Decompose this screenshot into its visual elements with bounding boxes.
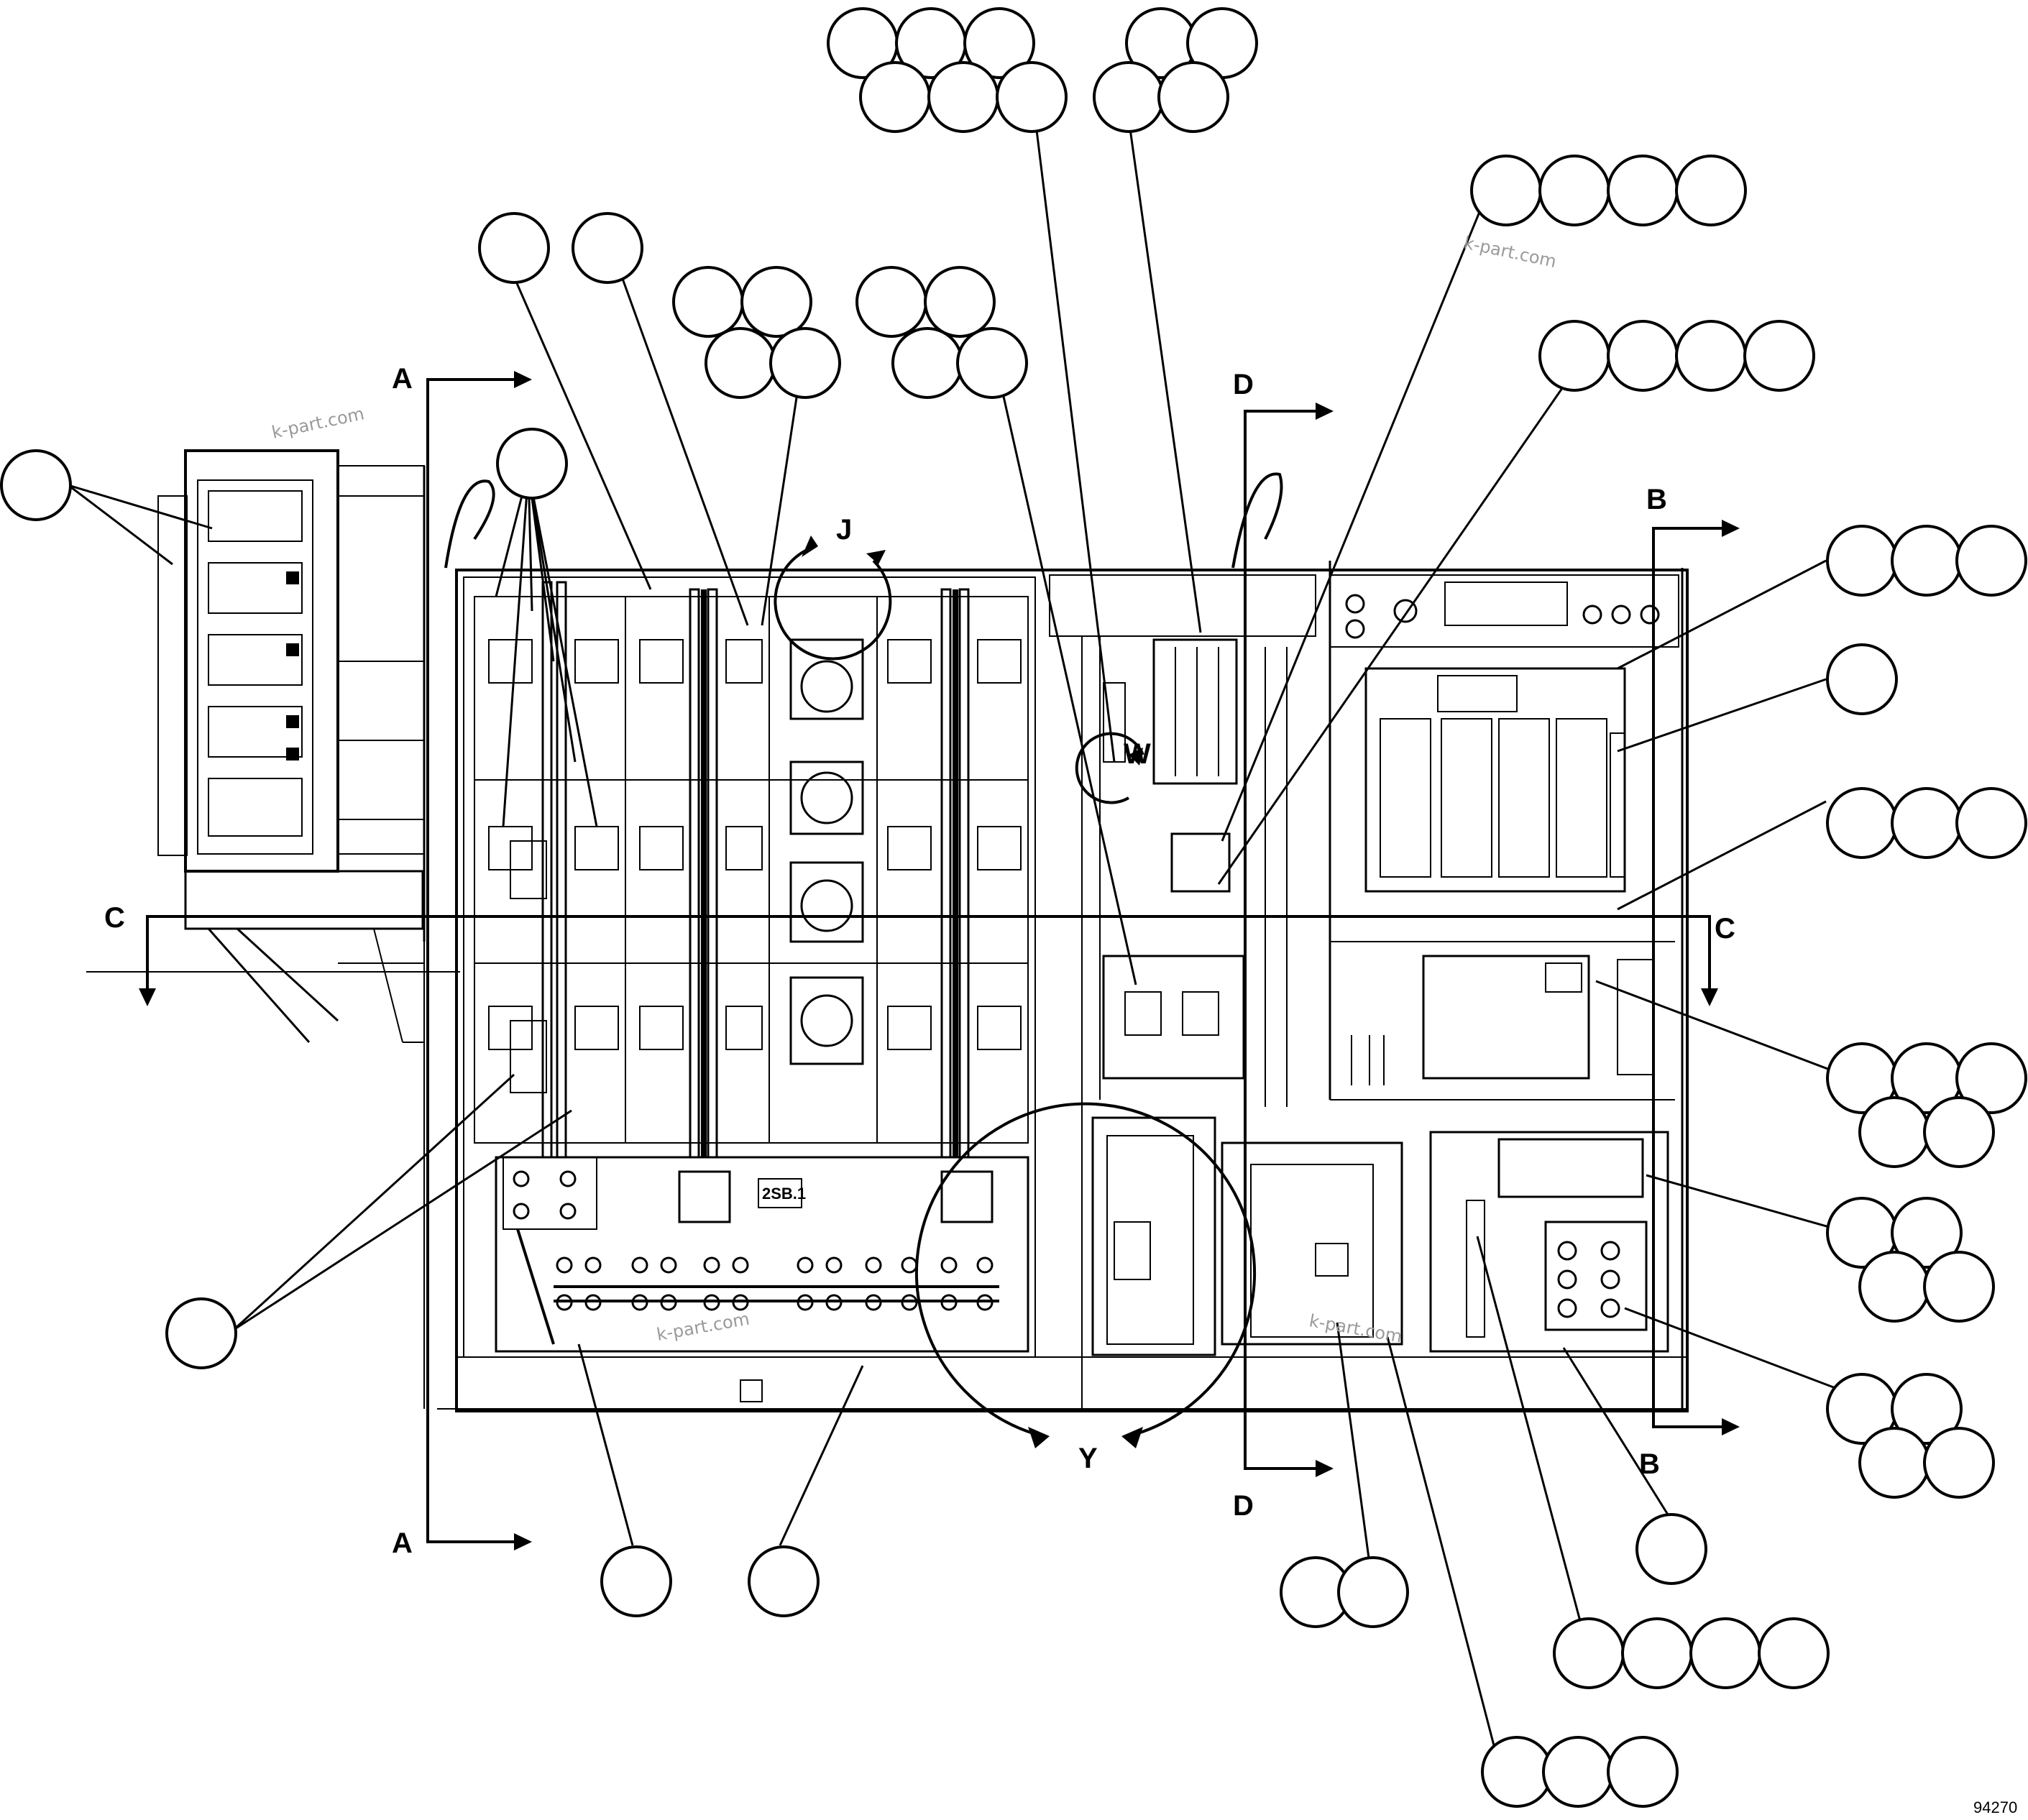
nameplate-text: 2SB.1 bbox=[762, 1185, 806, 1203]
section-label-a-bottom: A bbox=[392, 1527, 413, 1559]
callout-balloons bbox=[0, 7, 2027, 1808]
section-label-d-bottom: D bbox=[1233, 1490, 1254, 1522]
section-label-d-top: D bbox=[1233, 369, 1254, 400]
lower-bus-area: 2SB.1 bbox=[495, 1156, 1029, 1402]
section-label-a-top: A bbox=[392, 363, 413, 395]
right-control-section bbox=[1329, 561, 1679, 1100]
figure-number: 94270 bbox=[1973, 1798, 2017, 1816]
detail-label-y: Y bbox=[1078, 1443, 1098, 1474]
detail-label-j: J bbox=[836, 514, 852, 546]
detail-label-w: W bbox=[1124, 738, 1151, 770]
left-fuse-cabinet bbox=[157, 449, 426, 1409]
watermark-top-right: k-part.com bbox=[1462, 232, 1559, 272]
module-bays bbox=[474, 581, 1029, 1159]
section-label-c-right: C bbox=[1715, 913, 1735, 945]
watermark-bottom-left: k-part.com bbox=[655, 1309, 751, 1345]
watermark-bottom-right: k-part.com bbox=[1308, 1310, 1404, 1346]
section-lines: A A B B C C D D bbox=[86, 363, 1740, 1559]
detail-markers: J W Y bbox=[774, 514, 1256, 1474]
watermark-top-left: k-part.com bbox=[270, 403, 366, 443]
section-label-c-left: C bbox=[104, 902, 125, 934]
main-enclosure bbox=[437, 472, 1689, 1412]
section-label-b-top: B bbox=[1646, 484, 1667, 515]
middle-control-column bbox=[1049, 574, 1316, 1409]
lower-right-panels bbox=[1091, 568, 1684, 1409]
